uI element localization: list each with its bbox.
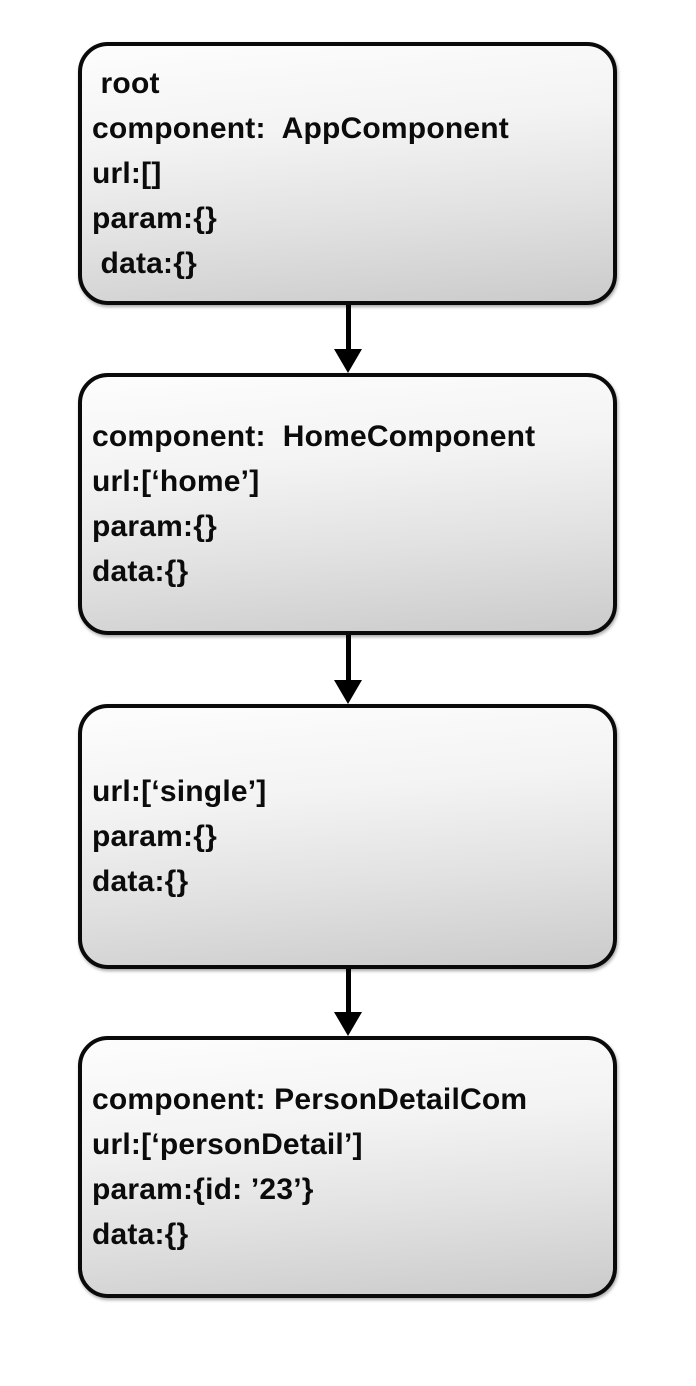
arrow-down-icon <box>334 680 362 704</box>
arrow-shaft <box>345 969 351 1012</box>
node-root-param-line: param:{} <box>92 202 217 235</box>
node-root-data-line: data:{} <box>92 247 197 280</box>
node-single-param-line: param:{} <box>92 820 217 853</box>
node-person-detail-data-line: data:{} <box>92 1218 189 1251</box>
connector-single-to-person-detail <box>334 969 362 1036</box>
node-home-data-line: data:{} <box>92 555 189 588</box>
connector-root-to-home <box>334 305 362 373</box>
node-root: root component: AppComponent url:[] para… <box>78 42 617 305</box>
arrow-down-icon <box>334 349 362 373</box>
arrow-shaft <box>345 305 351 349</box>
node-home: component: HomeComponent url:[‘home’] pa… <box>78 373 617 635</box>
node-home-url-line: url:[‘home’] <box>92 465 260 498</box>
node-person-detail-param-line: param:{id: ’23’} <box>92 1173 314 1206</box>
node-single: url:[‘single’] param:{} data:{} <box>78 704 617 969</box>
connector-home-to-single <box>334 635 362 704</box>
arrow-shaft <box>345 635 351 680</box>
node-home-component-line: component: HomeComponent <box>92 420 536 453</box>
node-single-data-line: data:{} <box>92 865 189 898</box>
node-person-detail: component: PersonDetailCom url:[‘personD… <box>78 1036 617 1298</box>
arrow-down-icon <box>334 1012 362 1036</box>
node-person-detail-url-line: url:[‘personDetail’] <box>92 1128 363 1161</box>
node-root-title: root <box>92 67 160 100</box>
node-home-param-line: param:{} <box>92 510 217 543</box>
node-single-url-line: url:[‘single’] <box>92 775 267 808</box>
node-root-url-line: url:[] <box>92 157 162 190</box>
node-person-detail-component-line: component: PersonDetailCom <box>92 1083 528 1116</box>
node-root-component-line: component: AppComponent <box>92 112 509 145</box>
